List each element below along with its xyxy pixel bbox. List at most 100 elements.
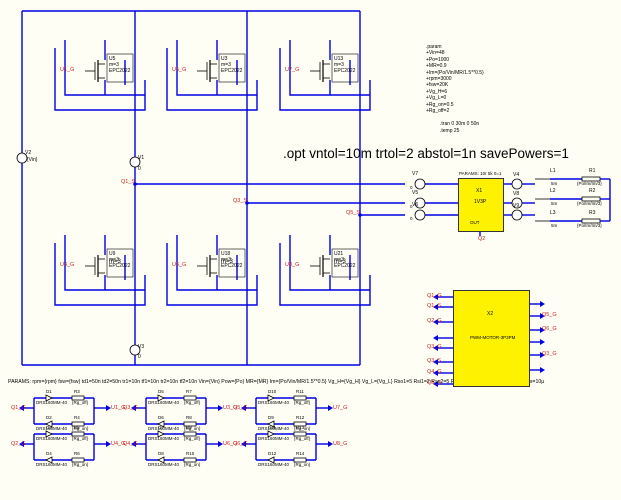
driver-top-roff-1: {Rg_off}	[72, 400, 89, 405]
mosfet-high-ref-2: U3	[221, 56, 228, 62]
mosfet-high-gate-net-1: U1_G	[60, 67, 75, 73]
ctrl-left-arrow-1	[433, 294, 438, 300]
mosfet-low-ref-2: U18	[221, 251, 231, 257]
mosfet-low-part-2: EPC2022	[221, 263, 243, 269]
mosfet-low-cell-wire-3	[289, 235, 370, 291]
ctrl-right-arrow-2	[540, 313, 545, 319]
driver-top-d1-1: D1	[46, 389, 52, 394]
motor-source-ref-3: V6	[412, 202, 419, 208]
driver-bottom-ron-1: {Rg_on}	[72, 462, 89, 467]
driver-top-part-a-3: DRS160MM-40	[258, 400, 290, 405]
controller-block[interactable]	[453, 290, 530, 387]
mosfet-high-cell-rail-2	[166, 48, 258, 111]
mosfet-high-cell-rail-3	[279, 48, 371, 111]
ctrl-left-net-3: Q2_G	[427, 318, 442, 324]
mosfet-low-gate-net-3: U8_G	[285, 262, 300, 268]
driver-bottom-part-b-2: DRS160MM-40	[148, 462, 180, 467]
mosfet-low-mbig-3: m=3	[334, 259, 346, 265]
motor-block-out: OUT	[470, 220, 480, 225]
driver-bottom-res-b-1	[71, 457, 85, 463]
driver-bottom-d1-3: D11	[268, 425, 276, 430]
mosfet-low-cell-rail-3	[279, 243, 371, 306]
driver-top-d1-3: D10	[268, 389, 277, 394]
ctrl-left-arrow-6	[433, 359, 438, 365]
driver-bottom-in-arrow-1	[19, 441, 24, 447]
controller-name: PWM-MOTOR-3P3PM	[470, 335, 516, 340]
controller-ref: X2	[487, 311, 494, 317]
ctrl-right-arrow-1	[540, 301, 545, 307]
opt-directive: .opt vntol=10m trtol=2 abstol=1n savePow…	[283, 146, 569, 161]
resistor-ref-2: R2	[589, 188, 596, 194]
driver-bottom-res-a-3	[293, 431, 307, 437]
inductor-ref-3: L3	[550, 210, 556, 216]
meter-ref-2: V8	[513, 191, 520, 197]
mosfet-low-m-1: m=3	[109, 257, 119, 263]
motor-block[interactable]	[458, 178, 504, 232]
driver-bottom-out-arrow-3	[328, 441, 333, 447]
driver-bottom-part-a-2: DRS160MM-40	[148, 436, 180, 441]
driver-top-part-a-1: DRS160MM-40	[36, 400, 68, 405]
driver-top-in-arrow-3	[241, 405, 246, 411]
temp-directive: .temp 25	[440, 128, 460, 134]
phase-net-label-1: Q1_S	[121, 179, 136, 185]
ctrl-left-arrow-8	[433, 381, 438, 387]
driver-bottom-r2-3: R14	[296, 451, 305, 456]
mosfet-low-body-3	[331, 248, 359, 278]
mosfet-low-cell-rail-2	[166, 243, 258, 306]
param-block: .param +Vin=48 +Po=1000 +MR=0.9 +Im=(Po/…	[426, 44, 484, 115]
mosfet-low-mbig-2: m=3	[221, 259, 233, 265]
driver-top-diode-a-3	[267, 394, 275, 402]
driver-top-d2-3: D9	[268, 415, 274, 420]
meter-3	[511, 209, 523, 221]
motor-block-name: 1V3P	[474, 199, 487, 205]
driver-bottom-roff-3: {Rg_off}	[294, 436, 311, 441]
driver-bottom-res-a-1	[71, 431, 85, 437]
mosfet-low-ref-3: U21	[334, 251, 344, 257]
voltage-source-v2	[16, 152, 28, 164]
driver-bottom-r1-2: R9	[186, 425, 192, 430]
motor-source-ref-2: V5	[412, 190, 419, 196]
driver-top-out-1: U1_G	[111, 405, 126, 411]
motor-source-val-1: 0	[410, 185, 413, 190]
driver-top-r1-3: R11	[296, 389, 304, 394]
driver-bottom-part-a-3: DRS160MM-40	[258, 436, 290, 441]
driver-bottom-ron-2: {Rg_on}	[184, 462, 201, 467]
source-ref: V2	[25, 150, 32, 156]
mosfet-high-gate-net-3: U7_G	[285, 67, 300, 73]
driver-bottom-in-arrow-2	[131, 441, 136, 447]
driver-top-d2-1: D2	[46, 415, 52, 420]
mosfet-low-gate-net-2: U6_G	[172, 262, 187, 268]
driver-bottom-in-3: Q6_G	[233, 441, 248, 447]
motor-source-val-3: 0	[410, 216, 413, 221]
sense-bottom-ref: V3	[138, 344, 145, 350]
ctrl-right-arrow-3	[540, 327, 545, 333]
driver-top-in-arrow-2	[131, 405, 136, 411]
driver-bottom-diode-b-2	[157, 456, 165, 464]
driver-top-r1-2: R7	[186, 389, 192, 394]
resistor-1	[581, 176, 601, 182]
resistor-ref-1: R1	[589, 168, 596, 174]
mosfet-low-cell-rail-1	[54, 243, 146, 306]
driver-top-part-b-3: DRS160MM-40	[258, 426, 290, 431]
driver-bottom-res-b-2	[183, 457, 197, 463]
sense-top-val: 0	[138, 166, 141, 172]
mosfet-high-body-1	[106, 53, 134, 83]
mosfet-high-body-3	[331, 53, 359, 83]
mosfet-high-part-2: EPC2022	[221, 68, 243, 74]
driver-top-ron-2: {Rg_on}	[184, 426, 201, 431]
mosfet-low-cell-wire-2	[176, 235, 257, 291]
ctrl-left-arrow-4	[433, 335, 438, 341]
ctrl-left-arrow-3	[433, 319, 438, 325]
driver-bottom-d1-2: D7	[158, 425, 164, 430]
inductor-val-3: 5m	[551, 223, 558, 228]
ctrl-right-net-2: Q5_G	[542, 312, 557, 318]
driver-top-r2-3: R12	[296, 415, 305, 420]
driver-bottom-d2-1: D4	[46, 451, 52, 456]
mosfet-high-ref-3: U13	[334, 56, 344, 62]
resistor-ref-3: R3	[589, 210, 596, 216]
driver-top-diode-b-1	[45, 420, 53, 428]
driver-top-out-2: U3_G	[223, 405, 238, 411]
motor-source-val-2: 0	[410, 204, 413, 209]
ctrl-left-arrow-2	[433, 304, 438, 310]
mosfet-high-cell-wire-2	[176, 40, 257, 96]
